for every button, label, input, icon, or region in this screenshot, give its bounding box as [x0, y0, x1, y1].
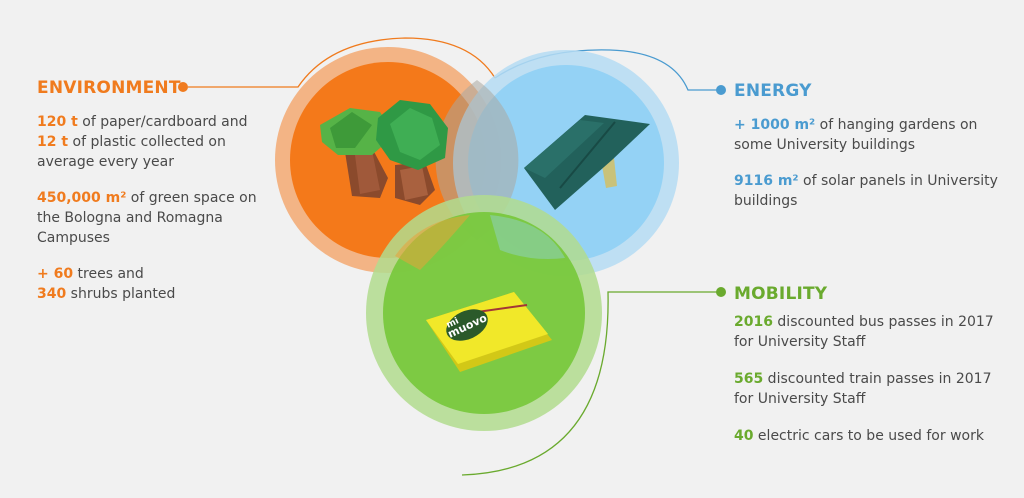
stat-line: for University Staff: [734, 389, 1019, 409]
environment-connector-dot: [178, 82, 188, 92]
stat-value: 2016: [734, 314, 773, 330]
stat-line: 9116 m² of solar panels in University: [734, 171, 1004, 191]
environment-title: ENVIRONMENT: [37, 78, 181, 98]
stat-value: 9116 m²: [734, 173, 799, 189]
stat-line: the Bologna and Romagna: [37, 208, 277, 228]
stat-line: 2016 discounted bus passes in 2017: [734, 312, 1019, 332]
energy-connector-dot: [716, 85, 726, 95]
stat-text: of green space on: [126, 190, 257, 206]
stat-value: 12 t: [37, 134, 69, 150]
energy-section: ENERGY + 1000 m² of hanging gardens on so…: [734, 81, 1004, 227]
stat-value: 40: [734, 428, 754, 444]
stat-line: buildings: [734, 191, 1004, 211]
stat-line: 340 shrubs planted: [37, 284, 277, 304]
stat-line: 120 t of paper/cardboard and: [37, 112, 277, 132]
stat-text: trees and: [73, 266, 144, 282]
stat-line: 450,000 m² of green space on: [37, 188, 277, 208]
energy-items: + 1000 m² of hanging gardens on some Univ…: [734, 115, 1004, 211]
stat-text: electric cars to be used for work: [753, 428, 984, 444]
stat-value: 450,000 m²: [37, 190, 127, 206]
stat-line: 40 electric cars to be used for work: [734, 426, 1019, 446]
stat-value: + 60: [37, 266, 74, 282]
stat-text: buildings: [734, 193, 798, 209]
stat-item: + 1000 m² of hanging gardens on some Univ…: [734, 115, 1004, 155]
stat-text: average every year: [37, 154, 174, 170]
overlap-energy-mobility: [490, 215, 565, 259]
stat-item: 450,000 m² of green space on the Bologna …: [37, 188, 277, 248]
stat-line: average every year: [37, 152, 277, 172]
stat-value: + 1000 m²: [734, 117, 816, 133]
stat-text: for University Staff: [734, 391, 866, 407]
mi-muovo-card-icon: mi muovo: [426, 292, 552, 372]
stat-text: some University buildings: [734, 137, 916, 153]
stat-text: Campuses: [37, 230, 110, 246]
stat-text: of plastic collected on: [68, 134, 226, 150]
stat-text: for University Staff: [734, 334, 866, 350]
mobility-connector: [461, 291, 718, 476]
stat-item: 2016 discounted bus passes in 2017 for Un…: [734, 312, 1019, 352]
stat-text: the Bologna and Romagna: [37, 210, 223, 226]
stat-value: 340: [37, 286, 67, 302]
card-text-mi: mi: [445, 316, 461, 330]
environment-connector: [188, 37, 496, 88]
stat-item: 565 discounted train passes in 2017 for U…: [734, 369, 1019, 409]
mobility-section: MOBILITY 2016 discounted bus passes in 2…: [734, 284, 1019, 463]
mobility-title: MOBILITY: [734, 284, 828, 304]
stat-text: of hanging gardens on: [815, 117, 978, 133]
stat-value: 120 t: [37, 114, 78, 130]
stat-line: Campuses: [37, 228, 277, 248]
stat-line: 12 t of plastic collected on: [37, 132, 277, 152]
stat-text: of solar panels in University: [798, 173, 998, 189]
stat-text: shrubs planted: [66, 286, 176, 302]
mobility-items: 2016 discounted bus passes in 2017 for Un…: [734, 312, 1019, 446]
stat-text: discounted train passes in 2017: [763, 371, 992, 387]
stat-line: some University buildings: [734, 135, 1004, 155]
mobility-connector-dot: [716, 287, 726, 297]
solar-panel-icon: [524, 115, 650, 210]
energy-title: ENERGY: [734, 81, 812, 101]
stat-item: 40 electric cars to be used for work: [734, 426, 1019, 446]
overlap-environment-mobility: [395, 215, 470, 270]
environment-section: ENVIRONMENT 120 t of paper/cardboard and…: [37, 78, 277, 320]
stat-line: 565 discounted train passes in 2017: [734, 369, 1019, 389]
stat-value: 565: [734, 371, 764, 387]
stat-line: + 60 trees and: [37, 264, 277, 284]
stat-line: + 1000 m² of hanging gardens on: [734, 115, 1004, 135]
stat-text: of paper/cardboard and: [77, 114, 248, 130]
stat-line: for University Staff: [734, 332, 1019, 352]
origami-trees-icon: [320, 100, 448, 205]
stat-text: discounted bus passes in 2017: [772, 314, 994, 330]
